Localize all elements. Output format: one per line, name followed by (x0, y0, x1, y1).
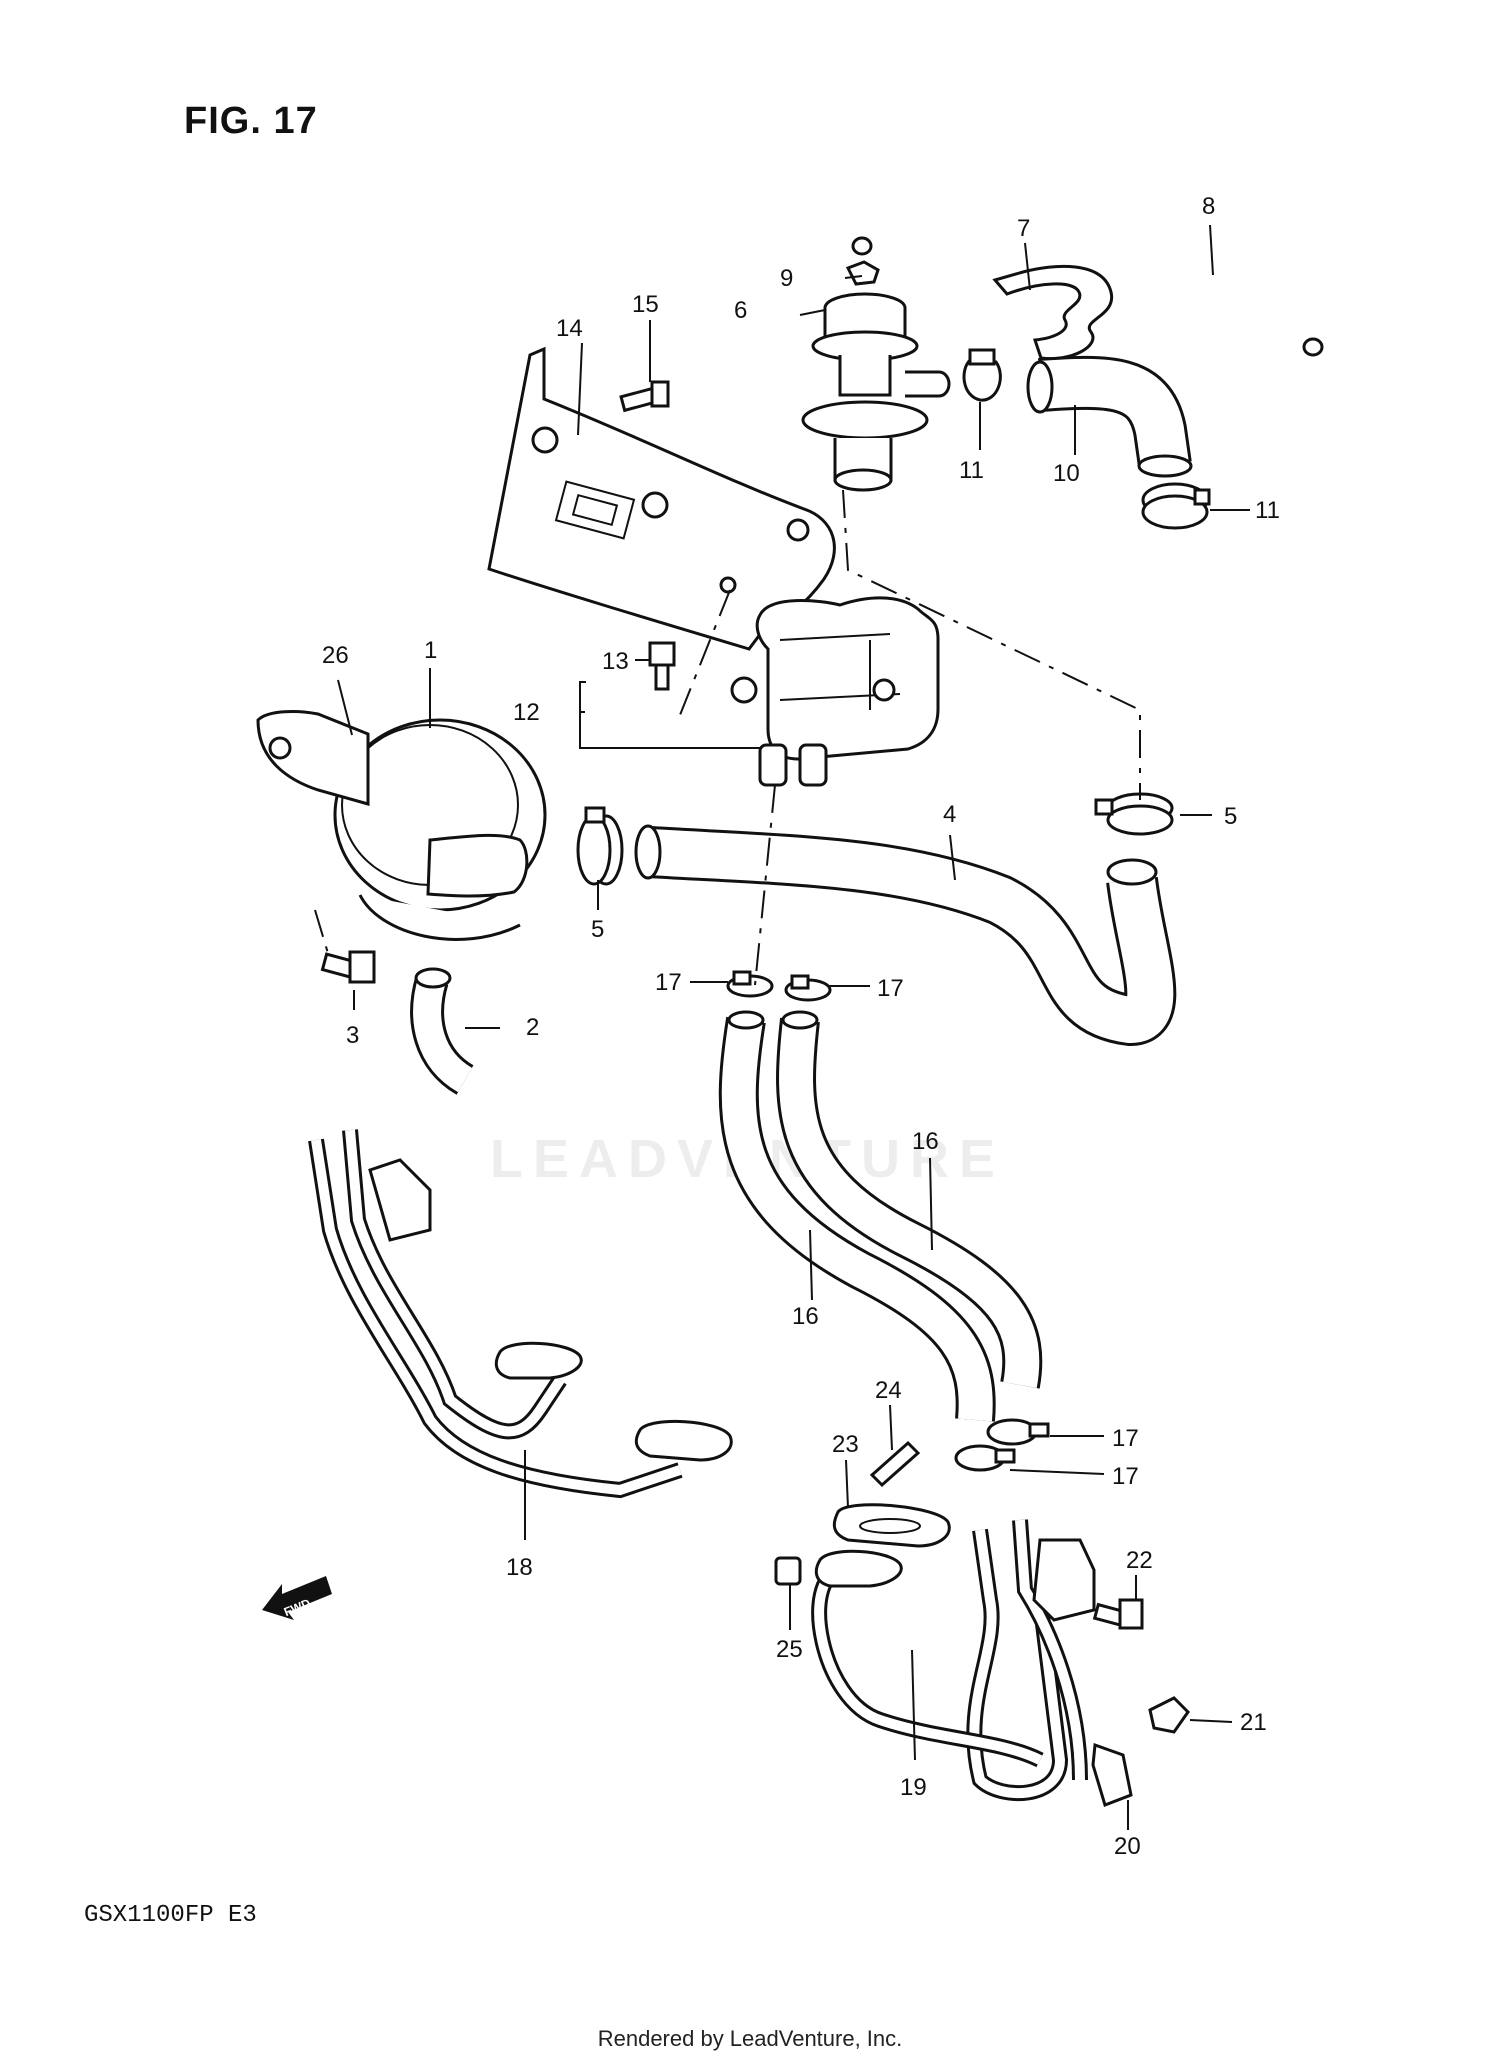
part-8-hose[interactable] (851, 158, 1324, 357)
part-9-clip[interactable] (845, 260, 880, 286)
part-21-clip[interactable] (1148, 1696, 1190, 1734)
callout-19: 19 (900, 1774, 927, 1801)
footer-credit: Rendered by LeadVenture, Inc. (597, 2026, 903, 2051)
callouts: 1 2 3 4 5 5 6 7 8 9 10 11 11 12 13 14 15… (322, 193, 1280, 1860)
callout-17c: 17 (1112, 1425, 1139, 1452)
part-11b-clip[interactable] (1141, 482, 1211, 530)
leader-lines (337, 224, 1250, 1830)
callout-20: 20 (1114, 1833, 1141, 1860)
part-23-gasket[interactable] (832, 1503, 951, 1548)
callout-9: 9 (780, 265, 793, 292)
callout-16b: 16 (792, 1303, 819, 1330)
part-10-hose[interactable] (1026, 355, 1193, 478)
part-20-clamp[interactable] (1091, 1742, 1133, 1807)
callout-11a: 11 (959, 457, 984, 484)
part-17-clips-lower[interactable] (954, 1418, 1050, 1472)
callout-23: 23 (832, 1431, 859, 1458)
part-22-bolt[interactable] (1092, 1598, 1144, 1630)
callout-4: 4 (943, 801, 956, 828)
part-2-hose[interactable] (410, 967, 475, 1095)
callout-16a: 16 (912, 1128, 939, 1155)
callout-1: 1 (424, 637, 437, 664)
fwd-arrow-icon: FWD (262, 1576, 332, 1620)
callout-11b: 11 (1255, 497, 1280, 524)
part-18-pipe[interactable] (308, 1129, 733, 1499)
part-6-valve[interactable] (801, 292, 951, 492)
alignment-lines (314, 489, 1141, 986)
callout-21: 21 (1240, 1709, 1267, 1736)
part-3-bolt[interactable] (320, 950, 376, 984)
callout-3: 3 (346, 1022, 359, 1049)
callout-12: 12 (513, 699, 540, 726)
callout-5a: 5 (591, 916, 604, 943)
callout-7: 7 (1017, 215, 1030, 242)
part-14-bracket[interactable] (487, 346, 836, 651)
callout-17a: 17 (655, 969, 682, 996)
callout-2: 2 (526, 1014, 539, 1041)
model-label: GSX1100FP E3 (84, 1902, 257, 1929)
part-13-screw[interactable] (648, 641, 676, 691)
figure-title: FIG. 17 (184, 100, 318, 142)
part-15-bolt[interactable] (619, 380, 670, 413)
callout-25: 25 (776, 1636, 803, 1663)
part-26-actuator[interactable] (256, 710, 370, 806)
callout-17b: 17 (877, 975, 904, 1002)
callout-6: 6 (734, 297, 747, 324)
part-5b-clip[interactable] (1094, 792, 1174, 836)
callout-18: 18 (506, 1554, 533, 1581)
part-17-clips-upper[interactable] (726, 970, 832, 1002)
callout-10: 10 (1053, 460, 1080, 487)
part-25-nut[interactable] (774, 1556, 802, 1586)
callout-5b: 5 (1224, 803, 1237, 830)
callout-8: 8 (1202, 193, 1215, 220)
callout-15: 15 (632, 291, 659, 318)
part-24-stud[interactable] (869, 1440, 921, 1488)
part-19-pipe[interactable] (811, 1519, 1096, 1802)
callout-14: 14 (556, 315, 583, 342)
part-7-bracket[interactable] (992, 264, 1114, 361)
part-4-hose[interactable] (634, 824, 1177, 1047)
callout-17d: 17 (1112, 1463, 1139, 1490)
part-12-reed-valve[interactable] (730, 596, 940, 787)
callout-13: 13 (602, 648, 629, 675)
part-5a-clip[interactable] (576, 806, 624, 886)
part-16-hoses[interactable] (718, 1010, 1043, 1422)
callout-24: 24 (875, 1377, 902, 1404)
callout-22: 22 (1126, 1547, 1153, 1574)
part-11a-clip[interactable] (962, 348, 1002, 402)
callout-26: 26 (322, 642, 349, 669)
